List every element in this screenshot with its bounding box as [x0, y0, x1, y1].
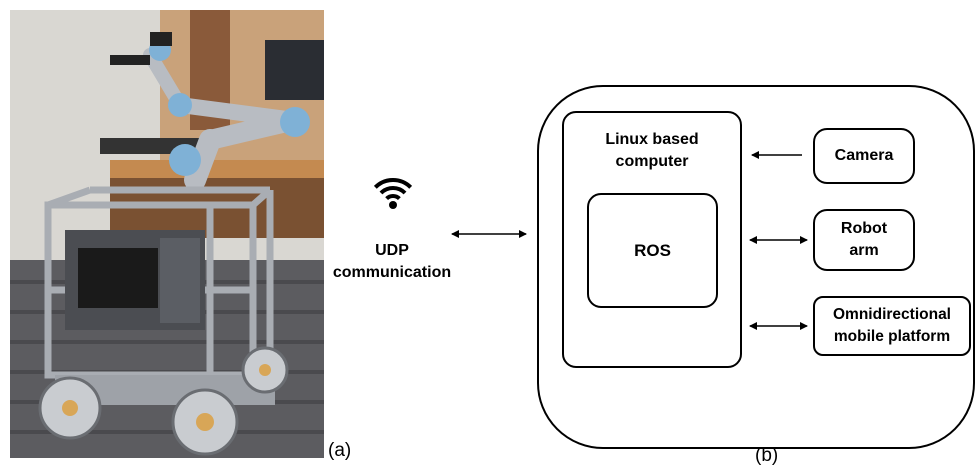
- udp-label-line2: communication: [332, 264, 452, 281]
- platform-label-line1: Omnidirectional: [833, 306, 951, 323]
- computer-title: Linux based computer: [564, 129, 740, 173]
- ros-box: ROS: [587, 193, 718, 308]
- platform-box: Omnidirectional mobile platform: [813, 296, 971, 356]
- udp-label-line1: UDP: [375, 242, 409, 259]
- platform-label: Omnidirectional mobile platform: [833, 304, 951, 348]
- camera-box: Camera: [813, 128, 915, 184]
- computer-title-line2: computer: [615, 153, 689, 170]
- udp-label: UDP communication: [332, 240, 452, 284]
- platform-label-line2: mobile platform: [833, 328, 951, 345]
- camera-label: Camera: [834, 147, 894, 164]
- robot-arm-label: Robot arm: [841, 218, 887, 262]
- computer-title-line1: Linux based: [605, 131, 699, 148]
- ros-label: ROS: [634, 240, 671, 260]
- robot-arm-box: Robot arm: [813, 209, 915, 271]
- robot-arm-label-line1: Robot: [840, 220, 888, 237]
- robot-arm-label-line2: arm: [849, 242, 879, 259]
- caption-b: (b): [755, 445, 779, 466]
- caption-a: (a): [328, 440, 352, 461]
- wifi-signal-icon: [373, 178, 413, 209]
- robot-photo: [10, 10, 324, 458]
